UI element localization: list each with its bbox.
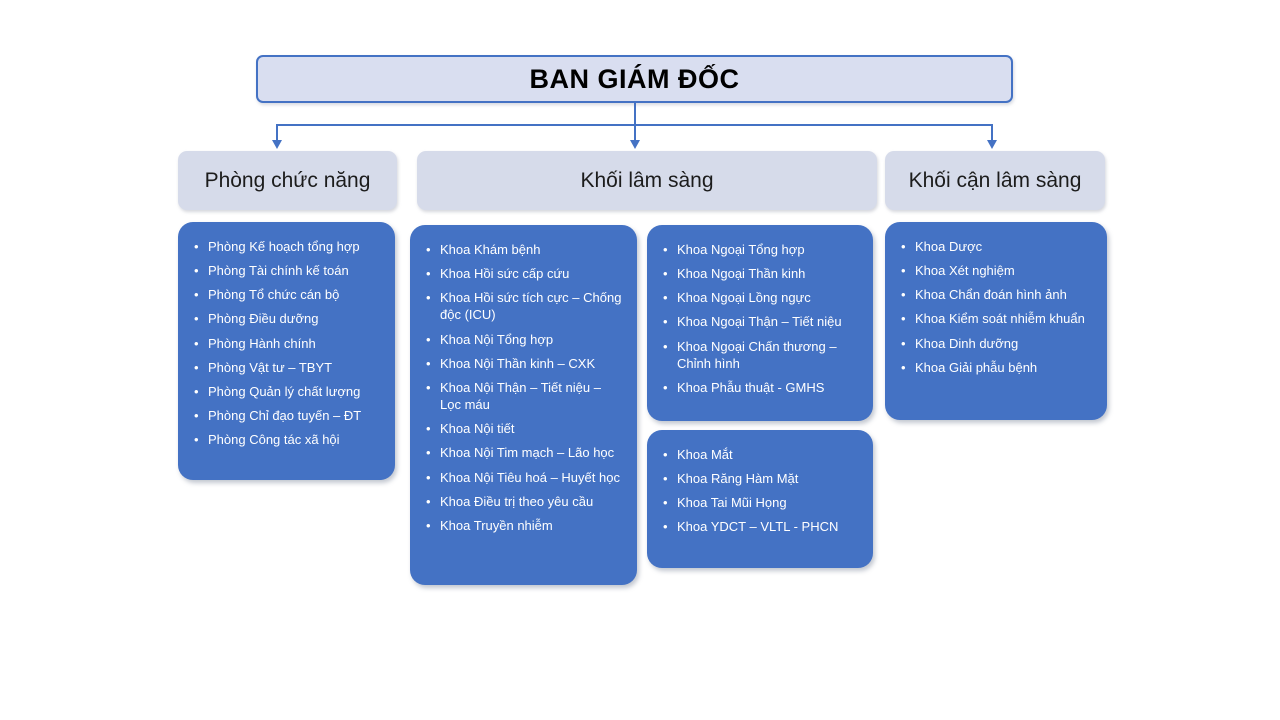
department-label: Khoa Phẫu thuật - GMHS (677, 379, 825, 395)
department-label: Khoa Nội Thần kinh – CXK (440, 355, 596, 371)
department-label: Khoa Dược (915, 239, 983, 254)
department-list-item: Phòng Chỉ đạo tuyến – ĐT (194, 407, 381, 424)
department-list-item: Khoa YDCT – VLTL - PHCN (663, 518, 859, 535)
branch-header-clinical: Khối lâm sàng (417, 151, 877, 210)
department-list-item: Phòng Kế hoạch tổng hợp (194, 238, 381, 255)
department-label: Khoa Truyền nhiễm (440, 517, 553, 533)
department-label: Khoa Dinh dưỡng (915, 335, 1019, 351)
department-list-item: Phòng Quản lý chất lượng (194, 383, 381, 400)
department-label: Phòng Công tác xã hội (208, 432, 340, 448)
department-label: Khoa Khám bệnh (440, 242, 541, 257)
department-list-item: Khoa Nội Thận – Tiết niệu – Lọc máu (426, 379, 623, 413)
department-list-item: Khoa Mắt (663, 446, 859, 463)
list-clinical-specialty: Khoa Mắt Khoa Răng Hàm Mặt Khoa Tai Mũi … (647, 430, 873, 568)
department-list-item: Phòng Vật tư – TBYT (194, 359, 381, 376)
department-list-item: Khoa Nội Tiêu hoá – Huyết học (426, 469, 623, 486)
connector-stem (634, 103, 636, 125)
department-label: Khoa Răng Hàm Mặt (677, 471, 799, 487)
department-list-item: Khoa Truyền nhiễm (426, 517, 623, 534)
department-label: Khoa Nội Tim mạch – Lão học (440, 445, 615, 461)
department-label: Phòng Điều dưỡng (208, 311, 319, 327)
department-label: Khoa Chẩn đoán hình ảnh (915, 287, 1067, 303)
department-list-item: Khoa Tai Mũi Họng (663, 494, 859, 511)
department-list-item: Khoa Nội Tổng hợp (426, 331, 623, 348)
department-list-item: Phòng Hành chính (194, 335, 381, 352)
department-label: Khoa Giải phẫu bệnh (915, 359, 1038, 375)
department-label: Khoa YDCT – VLTL - PHCN (677, 519, 839, 535)
department-list-item: Khoa Hồi sức cấp cứu (426, 265, 623, 282)
branch-header-label: Khối lâm sàng (580, 168, 714, 192)
department-list-item: Khoa Hồi sức tích cực – Chống độc (ICU) (426, 289, 623, 323)
arrow-down-icon (630, 140, 640, 149)
arrow-down-icon (272, 140, 282, 149)
department-label: Phòng Chỉ đạo tuyến – ĐT (208, 408, 362, 424)
department-label: Khoa Nội Tiêu hoá – Huyết học (440, 469, 620, 485)
list-clinical-surgical: Khoa Ngoại Tổng hợp Khoa Ngoại Thần kinh… (647, 225, 873, 421)
department-list-item: Khoa Ngoại Thần kinh (663, 265, 859, 282)
department-label: Khoa Kiểm soát nhiễm khuẩn (915, 311, 1085, 327)
department-label: Khoa Ngoại Chấn thương – Chỉnh hình (677, 338, 837, 371)
department-list-item: Khoa Điều trị theo yêu cầu (426, 493, 623, 510)
department-label: Phòng Tổ chức cán bộ (208, 287, 340, 303)
department-label: Khoa Ngoại Tổng hợp (677, 242, 805, 257)
arrow-down-icon (987, 140, 997, 149)
branch-header-label: Phòng chức năng (204, 168, 371, 192)
department-label: Khoa Ngoại Thận – Tiết niệu (677, 314, 842, 330)
department-label: Khoa Điều trị theo yêu cầu (440, 493, 594, 509)
department-list-item: Khoa Nội Thần kinh – CXK (426, 355, 623, 372)
department-list-item: Khoa Xét nghiệm (901, 262, 1093, 279)
department-list-item: Khoa Kiểm soát nhiễm khuẩn (901, 310, 1093, 327)
department-list-item: Phòng Điều dưỡng (194, 310, 381, 327)
department-label: Khoa Tai Mũi Họng (677, 495, 787, 511)
department-label: Khoa Hồi sức cấp cứu (440, 266, 570, 282)
department-list-item: Khoa Răng Hàm Mặt (663, 470, 859, 487)
department-label: Khoa Ngoại Lồng ngực (677, 290, 811, 306)
department-label: Khoa Nội tiết (440, 421, 515, 437)
department-list-item: Khoa Ngoại Chấn thương – Chỉnh hình (663, 338, 859, 372)
department-list-item: Khoa Chẩn đoán hình ảnh (901, 286, 1093, 303)
department-label: Khoa Hồi sức tích cực – Chống độc (ICU) (440, 290, 622, 323)
list-clinical-internal: Khoa Khám bệnh Khoa Hồi sức cấp cứu Khoa… (410, 225, 637, 585)
branch-header-paraclinical: Khối cận lâm sàng (885, 151, 1105, 210)
department-list-item: Khoa Phẫu thuật - GMHS (663, 379, 859, 396)
department-list-item: Khoa Giải phẫu bệnh (901, 359, 1093, 376)
connector-drop-paraclinical (987, 124, 997, 149)
department-label: Khoa Nội Tổng hợp (440, 331, 554, 347)
department-list-item: Khoa Nội Tim mạch – Lão học (426, 444, 623, 461)
list-functional-departments: Phòng Kế hoạch tổng hợp Phòng Tài chính … (178, 222, 395, 480)
branch-header-functional: Phòng chức năng (178, 151, 397, 210)
department-list-item: Phòng Tài chính kế toán (194, 262, 381, 279)
connector-drop-functional (272, 124, 282, 149)
list-paraclinical-departments: Khoa Dược Khoa Xét nghiệm Khoa Chẩn đoán… (885, 222, 1107, 420)
root-title: BAN GIÁM ĐỐC (529, 63, 740, 94)
department-list-item: Khoa Dinh dưỡng (901, 335, 1093, 352)
department-label: Khoa Mắt (677, 447, 733, 462)
department-label: Phòng Kế hoạch tổng hợp (208, 239, 360, 254)
department-list-item: Khoa Nội tiết (426, 420, 623, 437)
department-label: Khoa Nội Thận – Tiết niệu – Lọc máu (440, 379, 601, 413)
root-node: BAN GIÁM ĐỐC (256, 55, 1013, 103)
department-list-item: Khoa Dược (901, 238, 1093, 255)
department-label: Phòng Vật tư – TBYT (208, 359, 333, 375)
branch-header-label: Khối cận lâm sàng (908, 168, 1082, 192)
department-label: Phòng Tài chính kế toán (208, 263, 349, 279)
department-list-item: Khoa Ngoại Lồng ngực (663, 289, 859, 306)
department-list-item: Khoa Khám bệnh (426, 241, 623, 258)
connector-drop-clinical (630, 124, 640, 149)
department-list-item: Phòng Tổ chức cán bộ (194, 286, 381, 303)
department-list-item: Phòng Công tác xã hội (194, 431, 381, 448)
department-label: Khoa Xét nghiệm (915, 263, 1015, 279)
department-list-item: Khoa Ngoại Tổng hợp (663, 241, 859, 258)
department-label: Khoa Ngoại Thần kinh (677, 266, 806, 282)
department-list-item: Khoa Ngoại Thận – Tiết niệu (663, 313, 859, 330)
department-label: Phòng Quản lý chất lượng (208, 383, 361, 399)
department-label: Phòng Hành chính (208, 335, 316, 351)
